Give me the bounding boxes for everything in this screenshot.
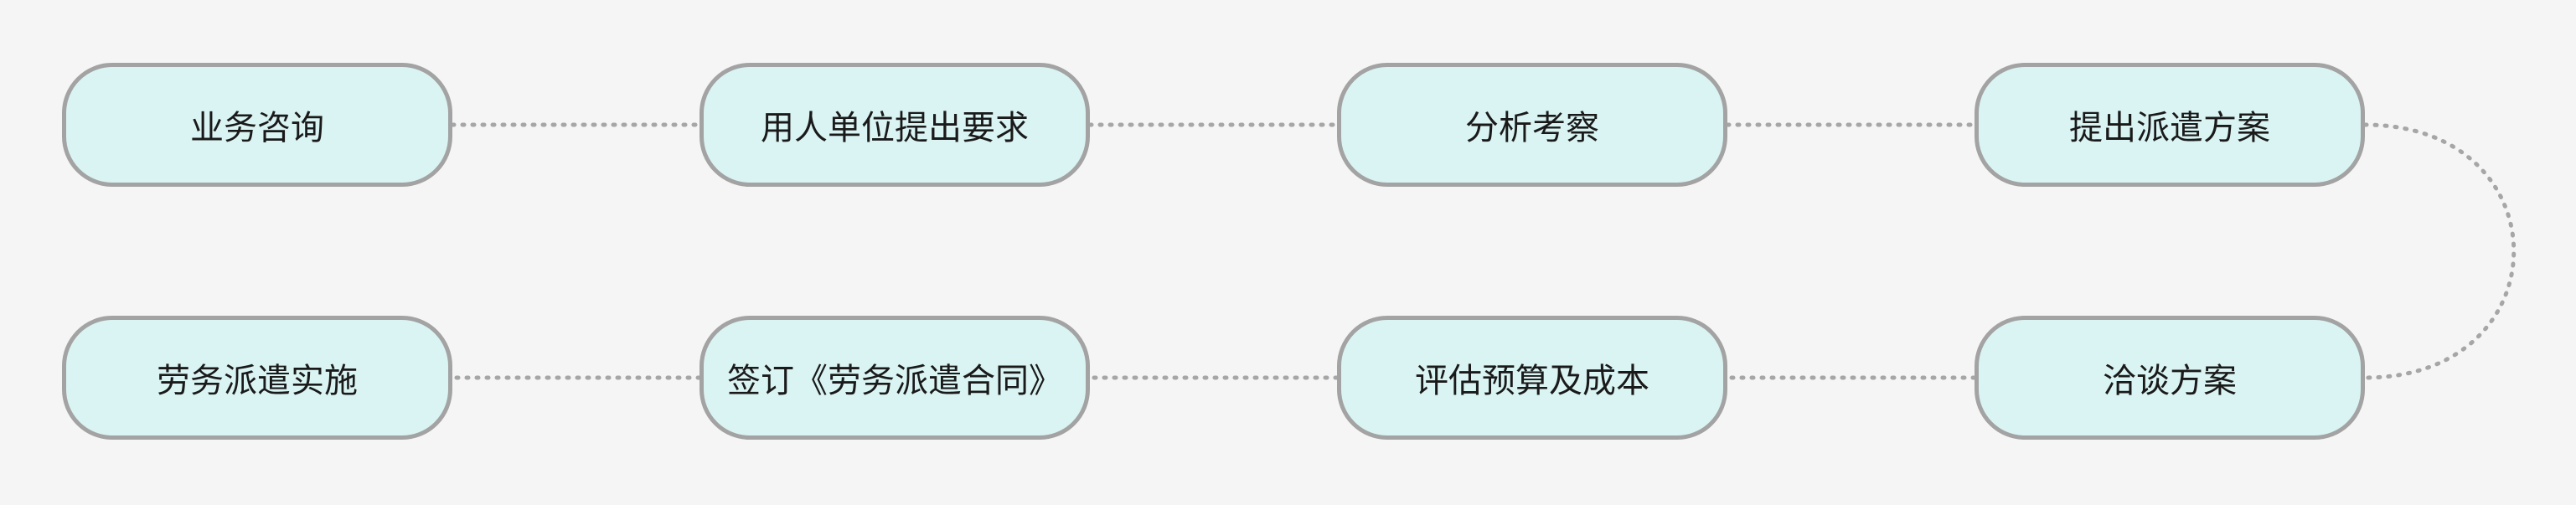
step-label: 劳务派遣实施 [157,362,358,400]
step-sign-contract: 签订《劳务派遣合同》 [699,316,1090,440]
step-business-consultation: 业务咨询 [62,63,452,187]
step-evaluate-budget-cost: 评估预算及成本 [1337,316,1727,440]
step-label: 洽谈方案 [2103,362,2237,400]
step-propose-dispatch-plan: 提出派遣方案 [1975,63,2365,187]
step-label: 评估预算及成本 [1415,362,1649,400]
step-negotiate-plan: 洽谈方案 [1975,316,2365,440]
step-employer-requirements: 用人单位提出要求 [699,63,1090,187]
connector-4-5 [2362,122,2517,380]
step-label: 业务咨询 [190,109,324,147]
step-label: 提出派遣方案 [2069,109,2270,147]
step-label: 签订《劳务派遣合同》 [727,362,1062,400]
step-label: 分析考察 [1465,109,1599,147]
step-analysis-inspection: 分析考察 [1337,63,1727,187]
step-dispatch-implementation: 劳务派遣实施 [62,316,452,440]
step-label: 用人单位提出要求 [761,109,1029,147]
